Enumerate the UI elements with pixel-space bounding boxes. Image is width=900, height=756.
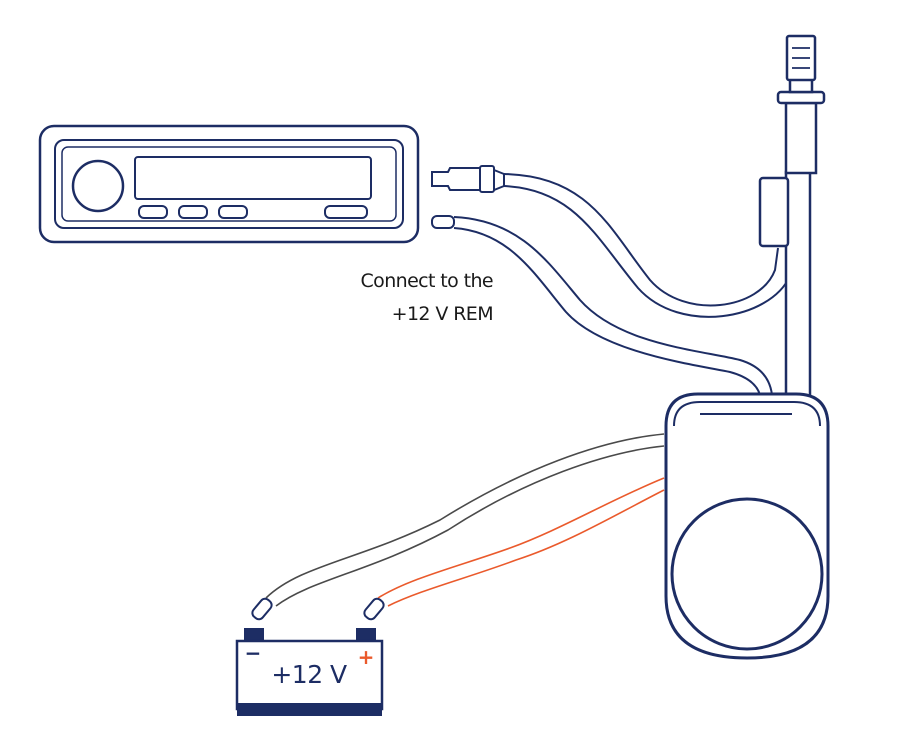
battery-positive-post: [356, 628, 376, 642]
battery-base: [237, 703, 382, 716]
antenna-mast: [758, 34, 826, 402]
rem-connection-annotation: Connect to the +12 V REM: [361, 270, 494, 325]
antenna-plug-connector: [431, 165, 505, 193]
battery-negative-symbol: −: [245, 641, 262, 665]
annotation-line-2: +12 V REM: [392, 303, 493, 325]
positive-power-wire: [377, 477, 665, 607]
battery-negative-post: [244, 628, 264, 642]
battery-positive-symbol: +: [358, 645, 375, 669]
antenna-motor-housing: [664, 392, 830, 660]
radio-display: [134, 156, 372, 200]
radio-volume-knob: [71, 159, 125, 213]
radio-preset-button-3: [218, 205, 248, 219]
radio-preset-button-2: [178, 205, 208, 219]
negative-wire-terminal: [251, 597, 273, 621]
antenna-coax-cable: [503, 173, 791, 318]
car-radio: [38, 124, 420, 244]
radio-preset-button-1: [138, 205, 168, 219]
negative-ground-wire: [265, 433, 665, 607]
radio-preset-button-4: [324, 205, 368, 219]
rem-wire: [453, 216, 773, 396]
antenna-motor-drum: [670, 497, 824, 651]
battery-voltage-label: +12 V: [271, 660, 347, 689]
battery: − + +12 V: [235, 628, 384, 716]
annotation-line-1: Connect to the: [361, 270, 494, 292]
antenna-cable-clip: [758, 176, 790, 248]
rem-wire-terminal: [431, 215, 455, 229]
positive-wire-terminal: [363, 597, 385, 621]
